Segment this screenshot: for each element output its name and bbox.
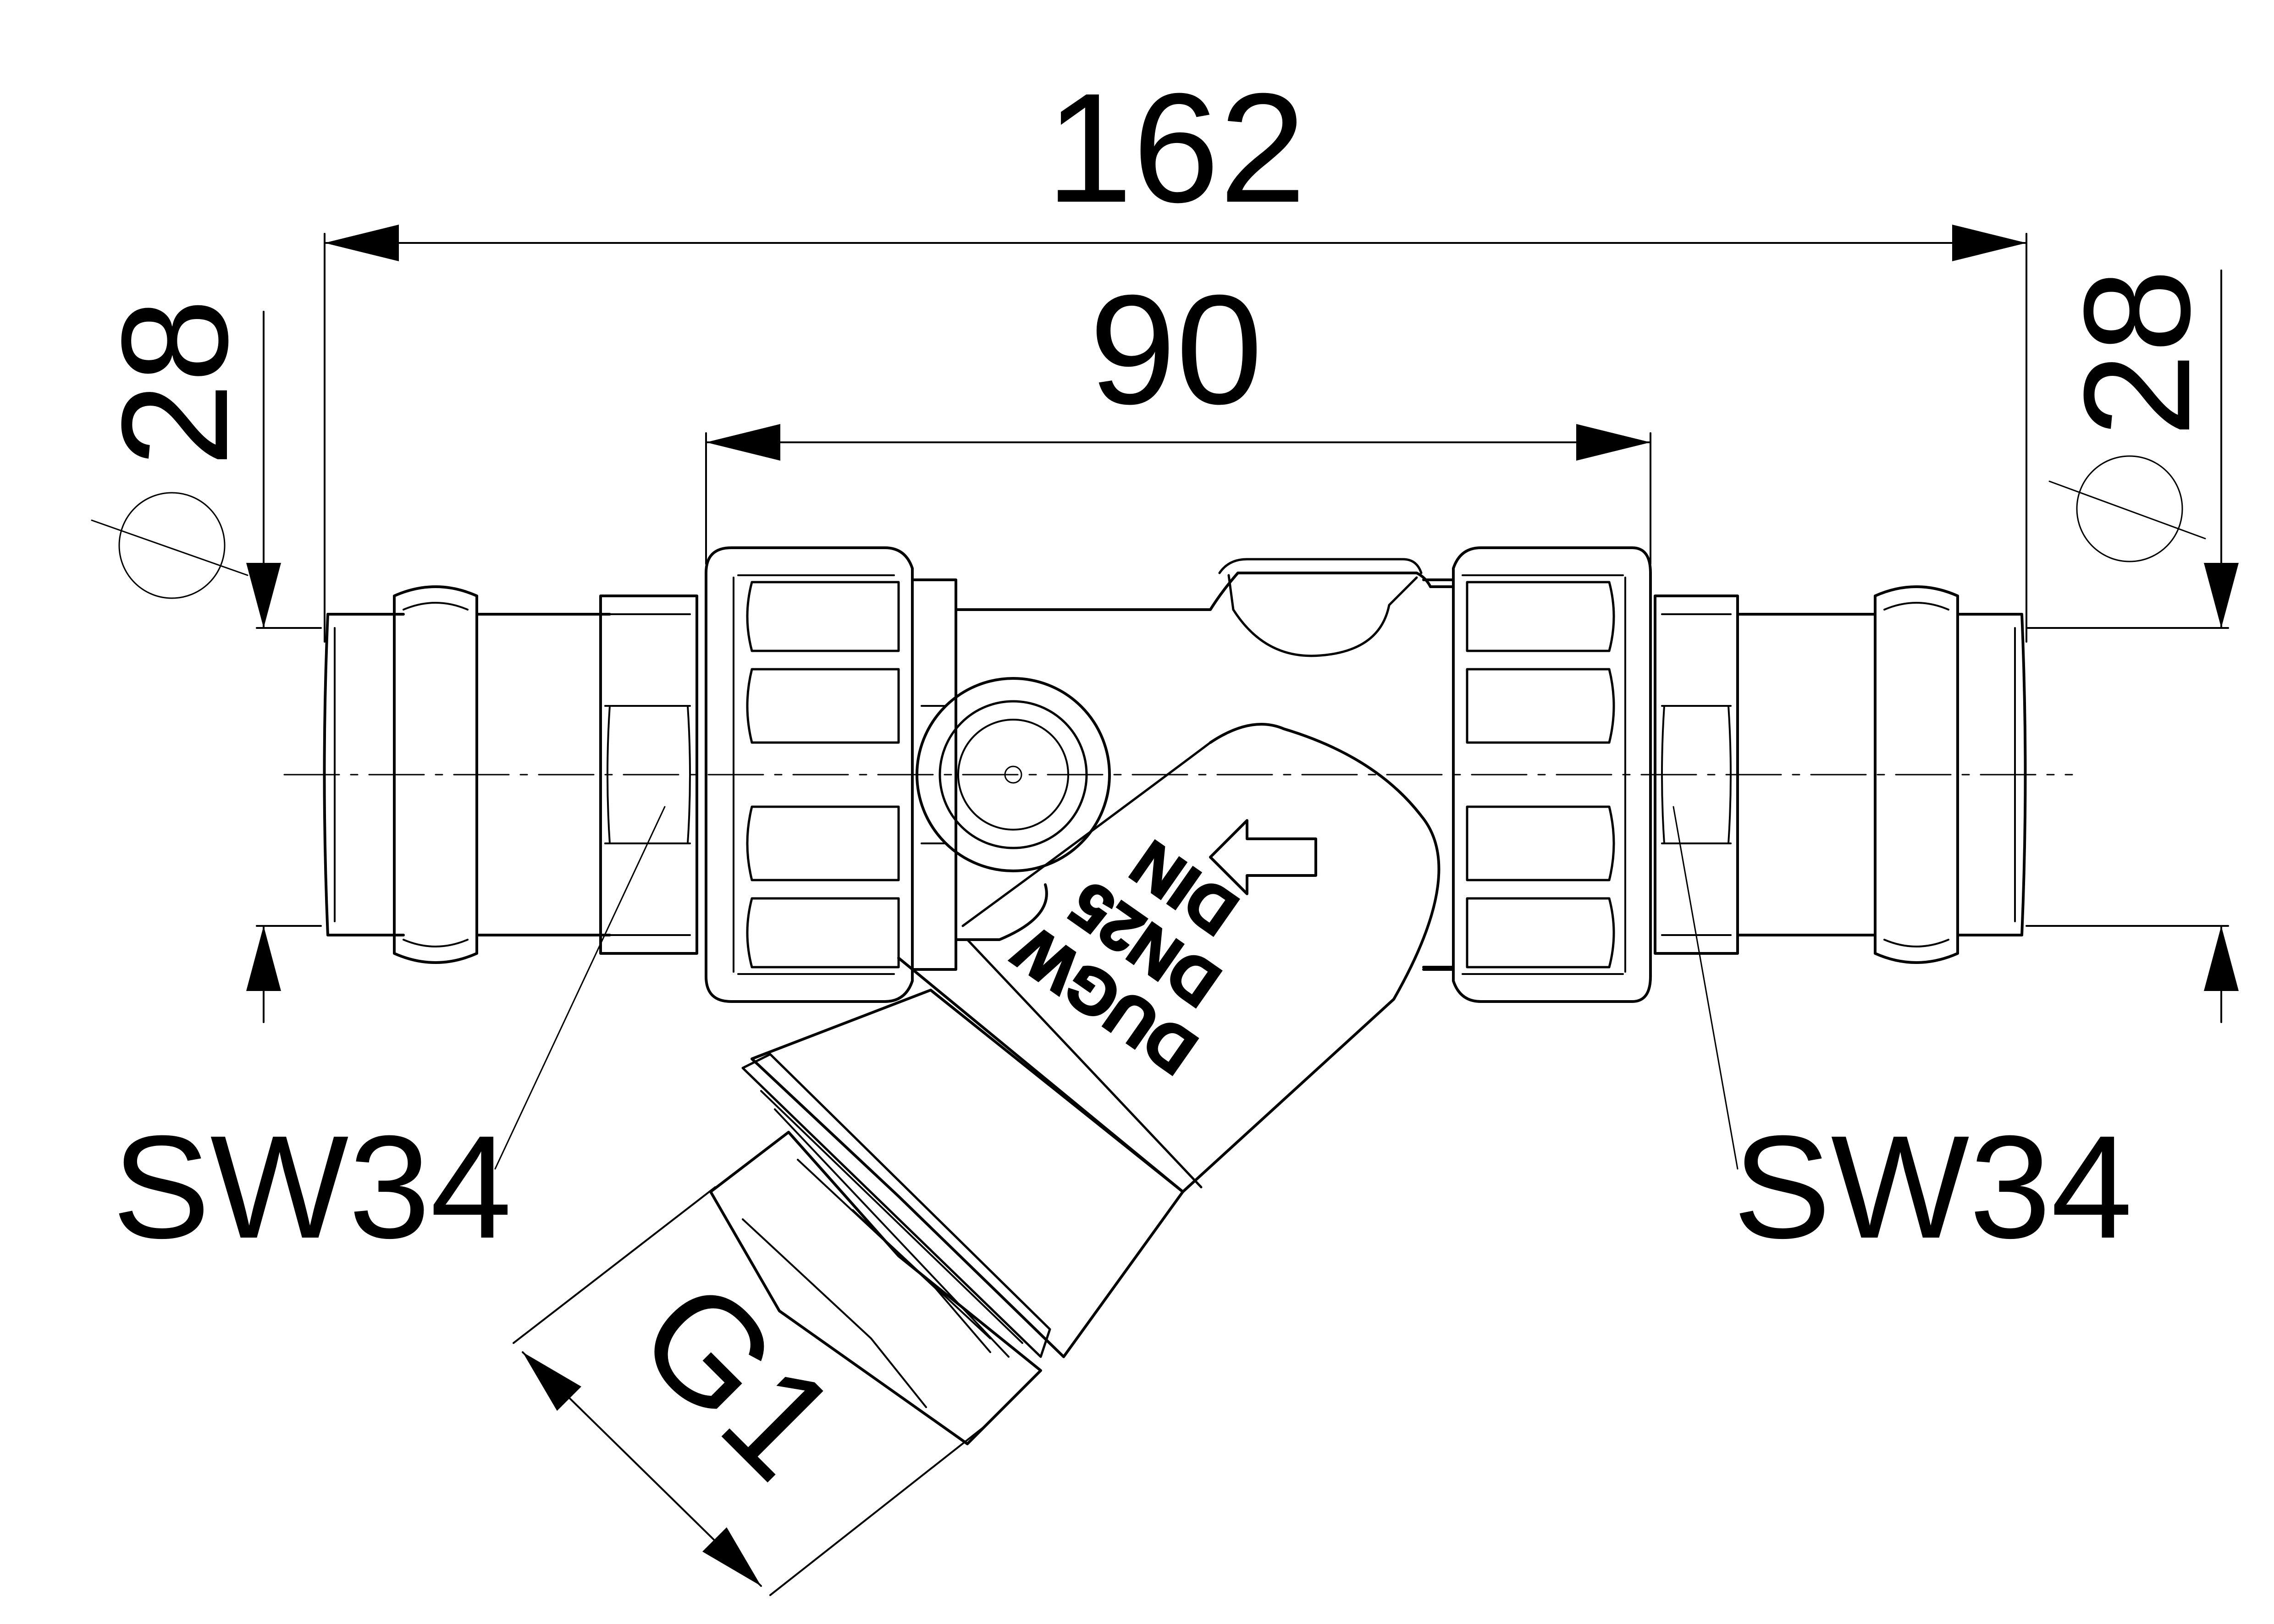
dimension-162 xyxy=(324,225,2027,643)
right-union-nut xyxy=(1422,546,1652,1003)
left-press-fitting xyxy=(323,585,698,964)
leader-sw34-right xyxy=(1672,806,1739,1170)
left-union-nut xyxy=(705,546,957,1003)
label-dia-left-group: 28 xyxy=(90,298,259,467)
dimension-90 xyxy=(705,424,1651,565)
label-dia-right-group: 28 xyxy=(2052,269,2221,437)
label-pipe-dia-left: 28 xyxy=(90,298,259,467)
diameter-symbol-left xyxy=(118,492,226,599)
body-marking: DUGW DN25 DIN xyxy=(1000,826,1251,1090)
label-overall-length: 162 xyxy=(1046,61,1306,235)
label-body-length: 90 xyxy=(1089,263,1263,437)
flow-direction-arrow-icon xyxy=(1209,819,1317,895)
right-press-fitting xyxy=(1654,585,2027,964)
dimension-dia-28-right xyxy=(2026,270,2239,1023)
valve-body xyxy=(955,558,1455,969)
label-wrench-right: SW34 xyxy=(1733,1105,2132,1269)
dimension-dia-28-left xyxy=(91,311,322,1023)
dimension-g1 xyxy=(513,1186,987,1596)
diameter-symbol-right xyxy=(2076,455,2183,562)
side-plug xyxy=(916,677,1111,872)
leader-sw34-left xyxy=(494,806,666,1170)
strainer-branch xyxy=(709,723,1441,1445)
label-pipe-dia-right: 28 xyxy=(2052,269,2221,437)
label-wrench-left: SW34 xyxy=(112,1105,512,1269)
label-plug-thread: G1 xyxy=(607,1248,870,1510)
